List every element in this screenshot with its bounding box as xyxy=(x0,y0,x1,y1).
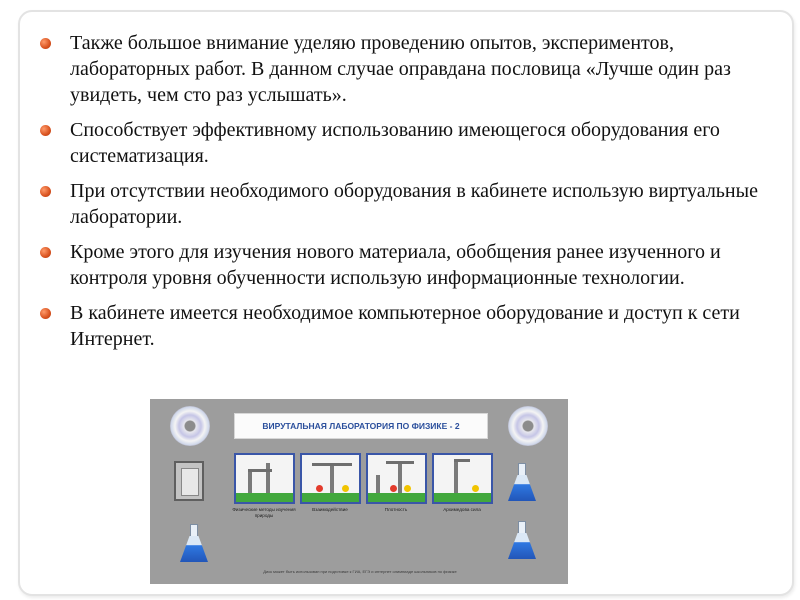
bullet-item: В кабинете имеется необходимое компьютер… xyxy=(38,300,778,352)
bullet-text: Также большое внимание уделяю проведению… xyxy=(70,32,731,106)
virtual-lab-screenshot: ВИРУТАЛЬНАЯ ЛАБОРАТОРИЯ ПО ФИЗИКЕ - 2 Фи… xyxy=(150,399,568,584)
flask-icon xyxy=(180,524,208,562)
bullet-dot-icon xyxy=(40,125,51,136)
lab-tile-methods[interactable] xyxy=(234,453,295,504)
lab-stand-icon xyxy=(174,461,204,501)
bullet-item: Способствует эффективному использованию … xyxy=(38,117,778,169)
bullet-text: Кроме этого для изучения нового материал… xyxy=(70,241,721,289)
lab-tile-caption: Взаимодействие xyxy=(312,507,348,512)
bullet-item: При отсутствии необходимого оборудования… xyxy=(38,178,778,230)
bullet-list: Также большое внимание уделяю проведению… xyxy=(38,30,778,361)
lab-banner-title: ВИРУТАЛЬНАЯ ЛАБОРАТОРИЯ ПО ФИЗИКЕ - 2 xyxy=(234,413,488,439)
lab-tile-archimedes[interactable] xyxy=(432,453,493,504)
bullet-text: При отсутствии необходимого оборудования… xyxy=(70,180,758,228)
bullet-text: Способствует эффективному использованию … xyxy=(70,119,720,167)
lab-tile-density[interactable] xyxy=(366,453,427,504)
flask-icon xyxy=(508,521,536,559)
cd-disc-icon xyxy=(170,406,210,446)
bullet-text: В кабинете имеется необходимое компьютер… xyxy=(70,302,740,350)
bullet-dot-icon xyxy=(40,38,51,49)
bullet-item: Также большое внимание уделяю проведению… xyxy=(38,30,778,108)
bullet-item: Кроме этого для изучения нового материал… xyxy=(38,239,778,291)
bullet-dot-icon xyxy=(40,247,51,258)
bullet-dot-icon xyxy=(40,186,51,197)
bullet-dot-icon xyxy=(40,308,51,319)
cd-disc-icon xyxy=(508,406,548,446)
lab-tile-caption: Архимедова сила xyxy=(443,507,481,512)
lab-tile-caption: Физические методы изучения природы xyxy=(232,507,296,518)
lab-footer-note: Диск может быть использован при подготов… xyxy=(263,569,457,574)
lab-tile-caption: Плотность xyxy=(384,507,408,512)
lab-tile-interaction[interactable] xyxy=(300,453,361,504)
flask-icon xyxy=(508,463,536,501)
